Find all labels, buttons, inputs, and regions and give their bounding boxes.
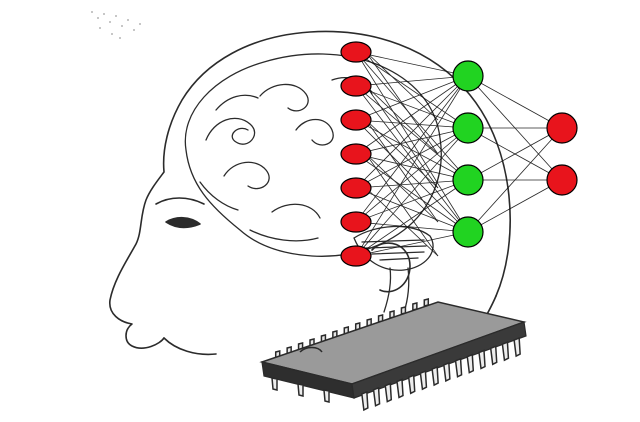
chip-pin — [407, 374, 416, 395]
input-node-3 — [340, 109, 372, 131]
chip-pin — [297, 383, 304, 397]
connection-input-hidden — [355, 231, 469, 257]
brain-gyri-2 — [223, 161, 270, 190]
network-connections — [355, 51, 563, 257]
input-node-2 — [340, 75, 372, 97]
chip-pins-back — [274, 298, 430, 359]
connection-input-hidden — [355, 127, 469, 223]
hidden-node-1 — [452, 60, 484, 92]
brain-outline — [184, 53, 442, 257]
input-node-1 — [340, 41, 372, 63]
chip-pin — [361, 390, 369, 412]
hidden-node-2 — [452, 112, 484, 144]
connection-input-hidden — [355, 51, 469, 77]
connection-input-hidden — [355, 179, 469, 189]
connection-input-hidden — [355, 75, 469, 189]
output-node-2 — [546, 164, 578, 196]
chip-pin — [466, 353, 475, 374]
brain-gyri-5 — [271, 203, 321, 219]
connection-input-hidden — [355, 51, 469, 181]
chip-pin — [489, 345, 498, 366]
brain-gyri-8 — [215, 94, 259, 111]
input-node-7 — [340, 245, 372, 267]
connection-dense — [365, 85, 439, 189]
chip-right-face — [351, 321, 527, 399]
brain-gyri-3 — [259, 83, 309, 112]
connection-input-hidden — [355, 119, 469, 129]
eye — [165, 216, 201, 229]
chip-pin — [501, 341, 510, 362]
connection-input-hidden — [355, 75, 469, 121]
connection-input-hidden — [355, 179, 469, 223]
connection-input-hidden — [355, 119, 469, 181]
chip-pin — [396, 378, 404, 399]
brain-gyri-9 — [199, 181, 239, 211]
chip-pin — [443, 361, 451, 383]
connection-input-hidden — [355, 221, 469, 233]
connection-dense — [365, 51, 439, 155]
chip-pin — [323, 389, 330, 403]
output-node-1 — [546, 112, 578, 144]
connection-hidden-output — [467, 75, 563, 129]
connection-dense — [365, 119, 439, 189]
connection-input-hidden — [355, 187, 469, 233]
brain-gyri-4 — [295, 118, 334, 146]
connection-dense — [365, 153, 439, 223]
network-nodes — [340, 41, 578, 267]
connection-input-hidden — [355, 85, 469, 129]
connection-dense — [365, 153, 439, 257]
ear — [371, 242, 411, 293]
input-node-6 — [340, 211, 372, 233]
connection-hidden-output — [467, 127, 563, 181]
connection-input-hidden — [355, 153, 469, 233]
connection-input-hidden — [355, 153, 469, 181]
brain-gyri-1 — [205, 117, 256, 145]
connection-input-hidden — [355, 127, 469, 189]
connection-input-hidden — [355, 179, 469, 257]
chip-pin — [372, 386, 381, 407]
chip-pin — [431, 365, 439, 387]
connection-input-hidden — [355, 85, 469, 181]
connection-dense — [365, 119, 439, 223]
connection-input-hidden — [355, 127, 469, 155]
hidden-node-3 — [452, 164, 484, 196]
connection-hidden-output — [467, 127, 563, 233]
connection-input-hidden — [355, 119, 469, 233]
connection-hidden-output — [467, 179, 563, 233]
chip-pin — [419, 370, 428, 391]
connection-input-hidden — [355, 75, 469, 155]
chip-pin — [271, 377, 278, 391]
hidden-node-4 — [452, 216, 484, 248]
brain-gyri-7 — [249, 229, 319, 242]
input-node-4 — [340, 143, 372, 165]
connection-input-hidden — [355, 75, 469, 87]
connection-input-hidden — [355, 51, 469, 233]
chip-pin — [478, 349, 486, 370]
connection-dense — [365, 51, 439, 121]
connection-input-hidden — [355, 127, 469, 257]
chip-pins-front — [271, 336, 521, 412]
chip-pin — [513, 336, 521, 358]
input-node-5 — [340, 177, 372, 199]
stipple-mark — [91, 11, 141, 39]
eyebrow — [155, 197, 205, 205]
chip-notch — [299, 346, 323, 353]
integrated-circuit-chip-icon — [259, 298, 527, 412]
connection-input-hidden — [355, 85, 469, 233]
face-lower — [163, 337, 217, 356]
cerebellum — [353, 225, 434, 271]
connection-dense — [365, 85, 439, 155]
connection-input-hidden — [355, 75, 469, 257]
chip-pin — [454, 357, 463, 378]
chip-pin — [384, 382, 393, 403]
connection-dense — [365, 187, 439, 257]
connection-input-hidden — [355, 75, 469, 223]
head-outline — [109, 30, 511, 349]
